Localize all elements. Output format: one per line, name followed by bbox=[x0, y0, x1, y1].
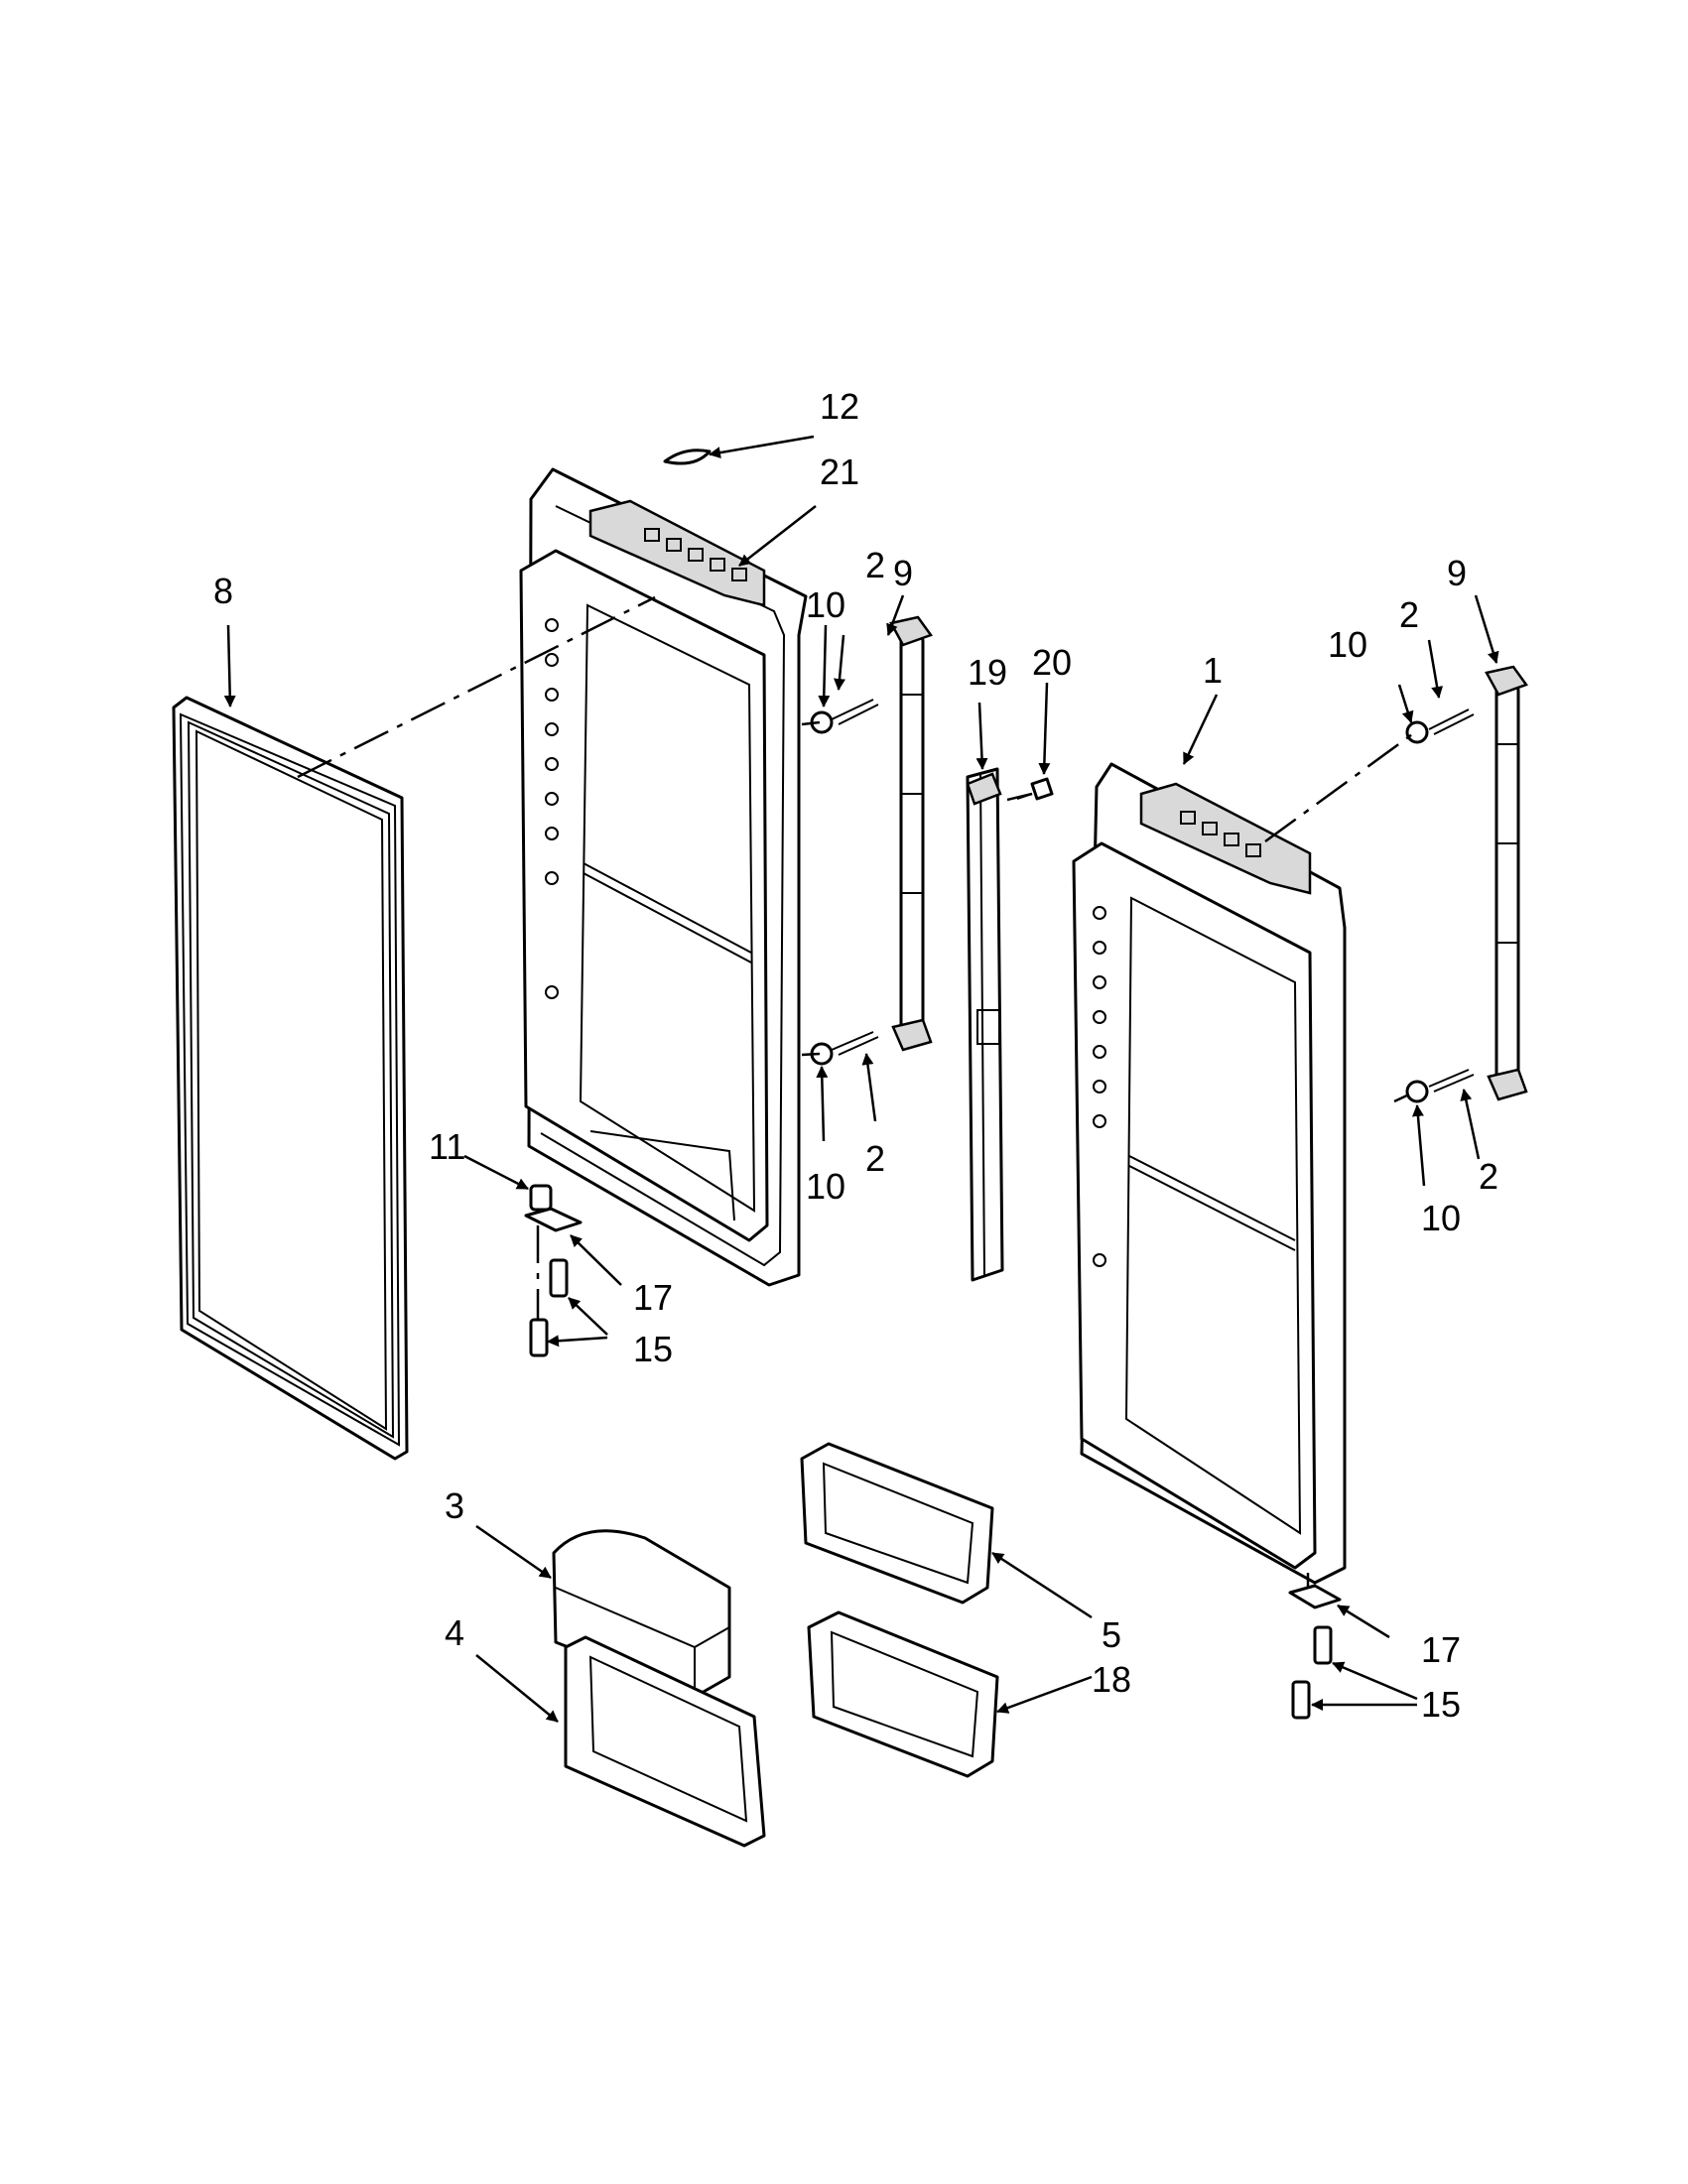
door-bin-lower bbox=[807, 1610, 999, 1778]
callout-left-top-screw: 2 bbox=[865, 545, 885, 585]
callout-right-hinge-screws: 15 bbox=[1421, 1684, 1461, 1725]
callout-door-bin-upper: 5 bbox=[1102, 1614, 1121, 1655]
callout-right-handle: 9 bbox=[1447, 553, 1467, 593]
badge bbox=[663, 449, 712, 465]
left-door-liner bbox=[519, 467, 808, 1287]
right-top-screw bbox=[1428, 708, 1475, 735]
right-hinge-screws bbox=[1291, 1625, 1333, 1720]
left-handle bbox=[889, 615, 933, 1052]
callout-door-bin-lower: 18 bbox=[1092, 1659, 1131, 1700]
callout-hinge-pin: 11 bbox=[429, 1126, 465, 1167]
callout-left-hinge-screws: 15 bbox=[633, 1329, 673, 1369]
callout-right-top-spacer: 10 bbox=[1328, 624, 1367, 665]
callout-left-hinge-plate: 17 bbox=[633, 1277, 673, 1318]
callout-right-door: 1 bbox=[1203, 650, 1223, 691]
callout-dairy-cover: 3 bbox=[445, 1485, 464, 1526]
callout-gasket: 8 bbox=[213, 571, 233, 611]
left-hinge-plate bbox=[524, 1207, 583, 1232]
dairy-bin bbox=[564, 1635, 766, 1848]
callout-mullion: 19 bbox=[968, 652, 1007, 693]
callout-left-door-liner: 21 bbox=[820, 451, 859, 492]
right-hinge-plate bbox=[1288, 1584, 1342, 1609]
callout-left-handle: 9 bbox=[893, 553, 913, 593]
right-top-spacer bbox=[1405, 720, 1429, 744]
left-bottom-screw bbox=[831, 1031, 879, 1056]
right-bottom-screw bbox=[1428, 1069, 1475, 1092]
callout-right-bottom-spacer: 10 bbox=[1421, 1198, 1461, 1238]
mullion bbox=[966, 767, 1004, 1282]
callout-right-top-screw: 2 bbox=[1399, 594, 1419, 635]
left-top-screw bbox=[831, 699, 879, 725]
right-door bbox=[1072, 762, 1347, 1585]
callout-left-bottom-screw: 2 bbox=[865, 1138, 885, 1179]
callout-mullion-screw: 20 bbox=[1032, 642, 1072, 683]
left-hinge-screws bbox=[529, 1258, 569, 1357]
right-bottom-spacer bbox=[1405, 1080, 1429, 1103]
callout-badge: 12 bbox=[820, 386, 859, 427]
callout-dairy-bin: 4 bbox=[445, 1612, 464, 1653]
callout-right-bottom-screw: 2 bbox=[1479, 1156, 1498, 1197]
callout-left-top-spacer: 10 bbox=[806, 584, 845, 625]
callout-left-bottom-spacer: 10 bbox=[806, 1166, 845, 1207]
right-handle bbox=[1485, 665, 1528, 1101]
door-gasket bbox=[172, 696, 409, 1461]
callout-right-hinge-plate: 17 bbox=[1421, 1629, 1461, 1670]
left-hinge-pin bbox=[529, 1184, 553, 1212]
door-bin-upper bbox=[800, 1442, 994, 1605]
